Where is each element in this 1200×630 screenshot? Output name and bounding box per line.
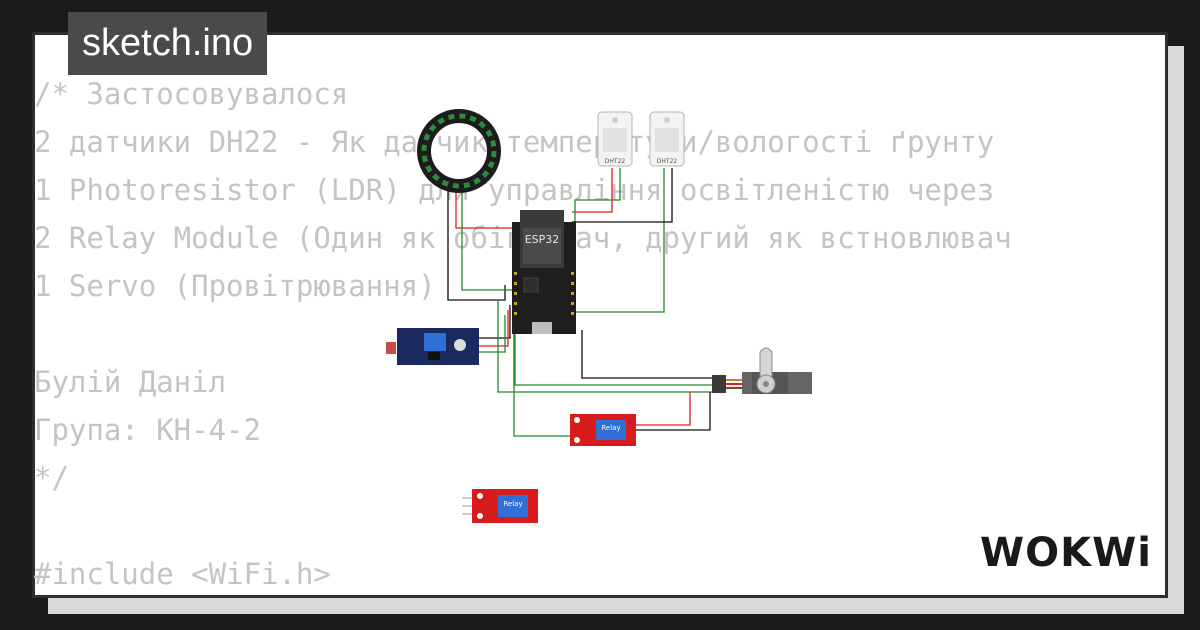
relay-module-1: Relay <box>570 414 636 446</box>
relay-label: Relay <box>503 500 522 508</box>
dht-label: DHT22 <box>605 158 626 165</box>
wokwi-logo: WOKWi <box>980 530 1150 576</box>
wire-black <box>581 330 712 379</box>
wire-green <box>574 168 621 240</box>
wire-black <box>447 190 506 301</box>
code-line: Група: КН-4-2 <box>34 413 261 447</box>
wire-red <box>455 192 515 229</box>
wire-black <box>478 305 511 339</box>
code-line: 2 Relay Module (Один як обігрівач, други… <box>34 221 1012 255</box>
wire-green <box>575 168 665 313</box>
wire-red <box>572 168 613 213</box>
ldr-photoresistor-module <box>386 328 479 365</box>
wire-red <box>478 310 509 347</box>
dht22-sensor-2: DHT22 <box>649 111 685 167</box>
relay-label: Relay <box>601 424 620 432</box>
code-line: 1 Servo (Провітрювання) <box>34 269 436 303</box>
wire-black <box>572 168 673 223</box>
relay-module-2: Relay <box>462 489 538 523</box>
wires <box>447 168 712 437</box>
code-line: 2 датчики DH22 - Як датчик температури/в… <box>34 125 995 159</box>
servo-motor <box>712 347 812 394</box>
wire-green <box>478 315 506 353</box>
esp32-board: ESP32 <box>512 210 576 334</box>
wokwi-logo-text: WOKWi <box>980 530 1150 576</box>
file-name-tag: sketch.ino <box>68 12 268 75</box>
board-label: ESP32 <box>525 233 560 246</box>
wire-green <box>513 330 570 437</box>
code-line: #include <WiFi.h> <box>34 557 331 591</box>
wire-green <box>497 300 712 393</box>
code-line: /* Застосовувалося <box>34 77 349 111</box>
dht22-sensor-1: DHT22 <box>597 111 633 167</box>
neopixel-ring-icon <box>417 109 501 193</box>
wire-green <box>461 192 512 291</box>
code-preview: /* Застосовувалося 2 датчики DH22 - Як да… <box>34 70 1084 598</box>
code-line: Булій Даніл <box>34 365 227 399</box>
dht-label: DHT22 <box>657 158 678 165</box>
code-line: */ <box>34 461 69 495</box>
